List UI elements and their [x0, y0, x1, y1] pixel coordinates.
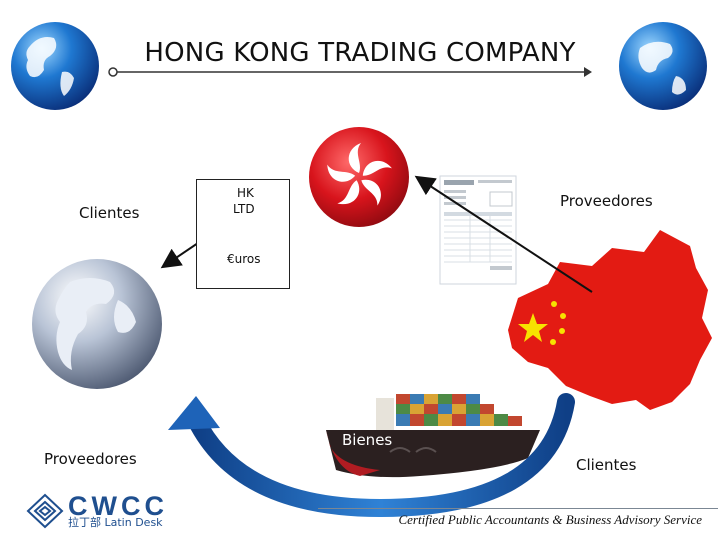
- clientes-left-label: Clientes: [79, 204, 139, 222]
- bienes-label: Bienes: [342, 431, 392, 449]
- ltd-label: LTD: [197, 202, 325, 216]
- title-arrow: [109, 67, 592, 77]
- proveedores-right-label: Proveedores: [560, 192, 653, 210]
- hk-label: HK: [197, 186, 329, 200]
- currency-label: €uros: [197, 252, 319, 266]
- globe-icon-left: [32, 259, 162, 389]
- clientes-bottom-label: Clientes: [576, 456, 636, 474]
- globe-icon-top-left: [11, 22, 99, 110]
- globe-icon-top-right: [619, 22, 707, 110]
- footer-tagline: Certified Public Accountants & Business …: [318, 512, 702, 528]
- hk-ltd-box: HK LTD €uros: [196, 179, 290, 289]
- cwcc-logo-icon: [24, 492, 66, 530]
- footer-divider: [318, 508, 718, 509]
- proveedores-bottom-label: Proveedores: [44, 450, 137, 468]
- logo-subtitle: 拉丁部 Latin Desk: [68, 514, 163, 530]
- invoice-icon: [440, 176, 516, 284]
